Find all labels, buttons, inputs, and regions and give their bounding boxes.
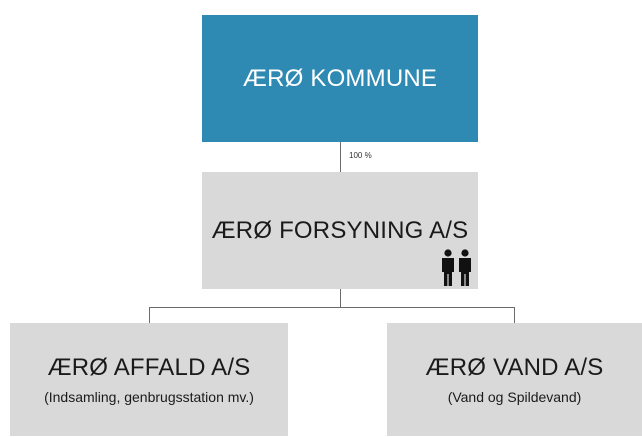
- node-aero-kommune: ÆRØ KOMMUNE: [202, 15, 478, 142]
- node-subtitle: (Vand og Spildevand): [447, 388, 582, 405]
- node-aero-vand: ÆRØ VAND A/S (Vand og Spildevand): [387, 323, 642, 436]
- connector-to-affald: [149, 307, 150, 323]
- node-title: ÆRØ VAND A/S: [425, 353, 604, 381]
- node-aero-forsyning: ÆRØ FORSYNING A/S: [202, 172, 478, 289]
- node-title: ÆRØ FORSYNING A/S: [211, 216, 469, 244]
- connector-kommune-forsyning: [340, 142, 341, 172]
- connector-to-vand: [514, 307, 515, 323]
- node-title: ÆRØ AFFALD A/S: [47, 353, 251, 381]
- node-subtitle: (Indsamling, genbrugsstation mv.): [44, 388, 254, 405]
- node-title: ÆRØ KOMMUNE: [242, 64, 438, 92]
- ownership-percentage-label: 100 %: [349, 151, 372, 160]
- people-icon: [442, 249, 471, 286]
- node-aero-affald: ÆRØ AFFALD A/S (Indsamling, genbrugsstat…: [10, 323, 288, 436]
- connector-horizontal-bar: [149, 307, 515, 308]
- connector-forsyning-down: [340, 289, 341, 307]
